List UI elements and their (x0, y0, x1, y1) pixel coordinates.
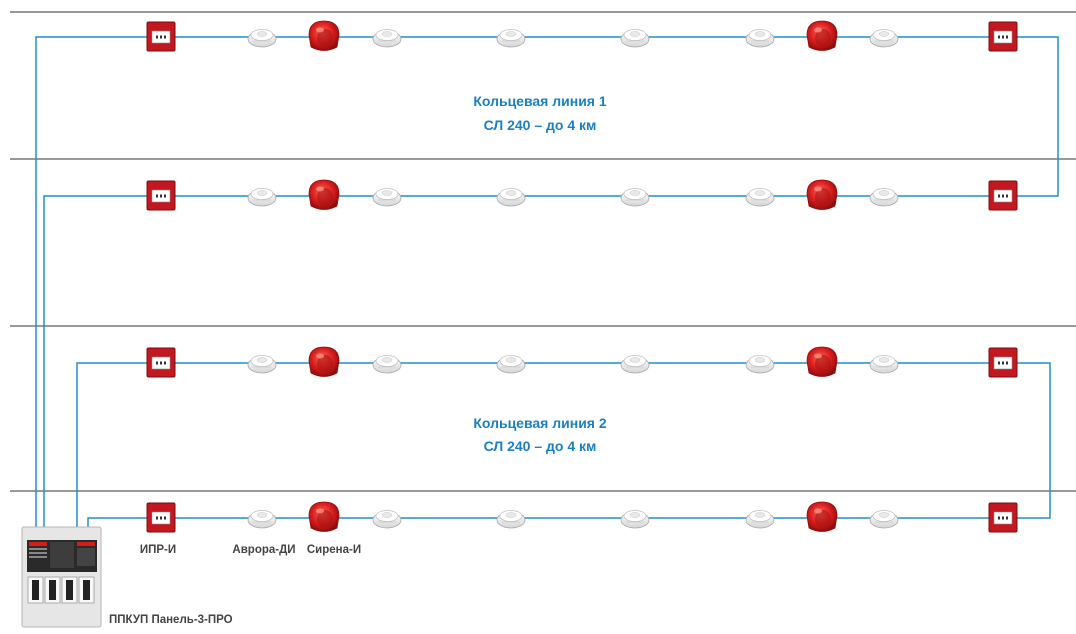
smoke-detector-icon (745, 29, 775, 48)
loop-2-title: Кольцевая линия 2 (473, 415, 607, 431)
call-point-icon (146, 347, 176, 378)
smoke-detector-icon (247, 510, 277, 529)
call-point-icon (988, 21, 1018, 52)
loop-1-wire (35, 36, 1059, 527)
smoke-detector-icon (496, 355, 526, 374)
call-point-icon (146, 21, 176, 52)
siren-icon (308, 20, 340, 51)
floor-separators (10, 11, 1076, 492)
call-point-label: ИПР-И (140, 544, 176, 556)
smoke-detector-icon (745, 188, 775, 207)
loop-1-subtitle: СЛ 240 – до 4 км (484, 117, 597, 133)
siren-icon (806, 20, 838, 51)
loop-1-title: Кольцевая линия 1 (473, 93, 607, 109)
smoke-detector-icon (620, 188, 650, 207)
call-point-icon (988, 502, 1018, 533)
smoke-detector-icon (496, 29, 526, 48)
smoke-detector-icon (496, 188, 526, 207)
siren-label: Сирена-И (307, 544, 361, 556)
smoke-detector-icon (869, 510, 899, 529)
call-point-icon (988, 180, 1018, 211)
detector-label: Аврора-ДИ (232, 544, 295, 556)
loop-2-wire (76, 362, 1051, 527)
loop-2-subtitle: СЛ 240 – до 4 км (484, 438, 597, 454)
siren-icon (806, 501, 838, 532)
panel-label: ППКУП Панель-3-ПРО (109, 614, 233, 626)
smoke-detector-icon (372, 188, 402, 207)
device-rows (146, 20, 1018, 533)
control-panel (21, 526, 102, 628)
smoke-detector-icon (247, 355, 277, 374)
siren-icon (308, 179, 340, 210)
siren-icon (308, 346, 340, 377)
smoke-detector-icon (869, 29, 899, 48)
smoke-detector-icon (869, 188, 899, 207)
call-point-icon (146, 180, 176, 211)
smoke-detector-icon (620, 29, 650, 48)
loop-wiring (35, 36, 1059, 527)
smoke-detector-icon (372, 29, 402, 48)
smoke-detector-icon (620, 510, 650, 529)
siren-icon (806, 179, 838, 210)
siren-icon (308, 501, 340, 532)
smoke-detector-icon (247, 188, 277, 207)
smoke-detector-icon (247, 29, 277, 48)
smoke-detector-icon (496, 510, 526, 529)
smoke-detector-icon (745, 355, 775, 374)
smoke-detector-icon (372, 355, 402, 374)
call-point-icon (146, 502, 176, 533)
smoke-detector-icon (745, 510, 775, 529)
smoke-detector-icon (620, 355, 650, 374)
siren-icon (806, 346, 838, 377)
call-point-icon (988, 347, 1018, 378)
smoke-detector-icon (869, 355, 899, 374)
smoke-detector-icon (372, 510, 402, 529)
